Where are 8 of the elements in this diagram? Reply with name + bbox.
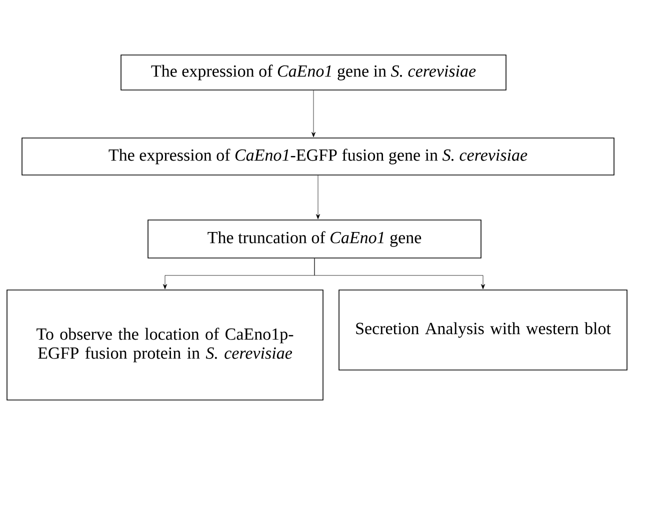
arrow bbox=[312, 90, 316, 138]
process-box: The truncation of CaEno1 gene bbox=[148, 220, 482, 258]
arrow bbox=[314, 258, 485, 290]
process-box: The expression of CaEno1 gene in S. cerevisiae bbox=[120, 54, 506, 90]
process-box: To observe the location of CaEno1p-EGFP fusion protein in S. cerevisiae bbox=[6, 290, 324, 400]
process-box: The expression of CaEno1-EGFP fusion gene in S. cerevisiae bbox=[22, 138, 614, 176]
process-box: Secretion Analysis with western blot bbox=[338, 290, 628, 370]
arrow bbox=[316, 175, 320, 220]
